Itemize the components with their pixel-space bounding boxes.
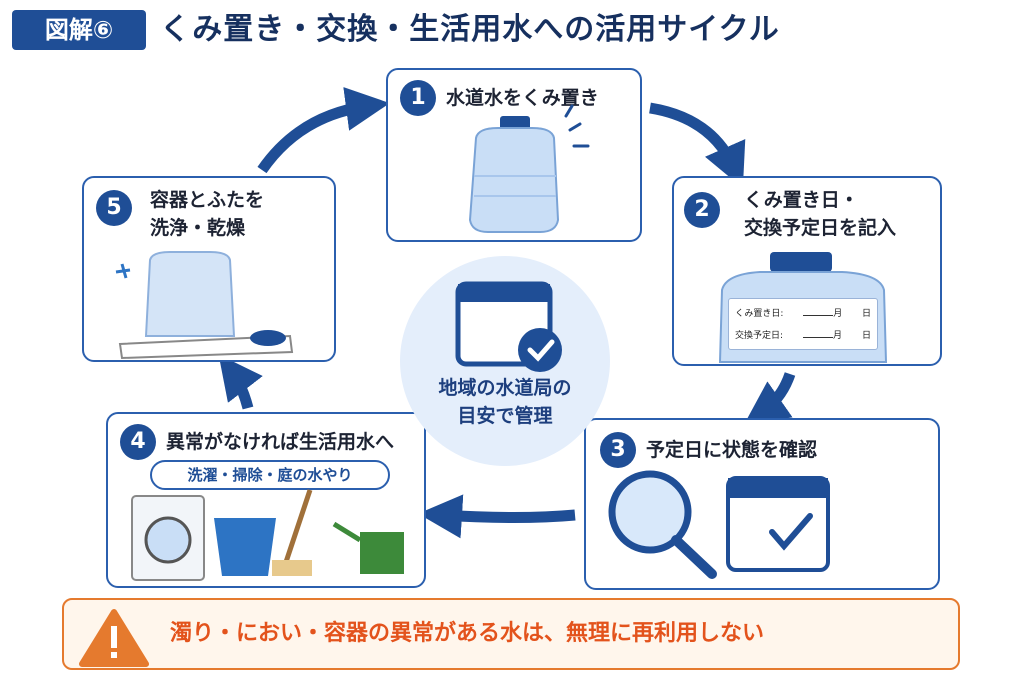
date-label-card: くみ置き日: 月 日 交換予定日: 月 日 [728, 298, 878, 350]
bottle-cap-icon [250, 330, 286, 346]
calendar-check-center-icon [455, 281, 562, 372]
step-number-4: 4 [120, 424, 156, 460]
page-title: くみ置き・交換・生活用水への活用サイクル [160, 12, 780, 47]
warning-icon [79, 609, 149, 667]
replace-date-label: 交換予定日: [735, 331, 784, 341]
magnifier-icon [608, 470, 717, 579]
arrow-1-to-2 [649, 102, 746, 189]
bucket-icon [214, 518, 276, 576]
step-3-text: 予定日に状態を確認 [646, 439, 818, 461]
step-5-text-line1: 容器とふたを [150, 189, 265, 211]
step-1-text: 水道水をくみ置き [446, 87, 599, 109]
step-2-text-line2: 交換予定日を記入 [744, 217, 897, 239]
step-number-3: 3 [600, 432, 636, 468]
washing-machine-icon [131, 495, 205, 581]
day-label: 日 [861, 309, 871, 319]
step-number-2: 2 [684, 192, 720, 228]
drying-container-icon [118, 251, 294, 360]
arrow-2-to-3 [743, 372, 796, 425]
warning-box [62, 598, 960, 670]
arrow-4-to-5 [218, 354, 263, 410]
uses-pill: 洗濯・掃除・庭の水やり [150, 460, 390, 490]
warning-text: 濁り・におい・容器の異常がある水は、無理に再利用しない [170, 621, 765, 646]
sparkle-icon [115, 263, 131, 279]
calendar-check-icon [726, 476, 830, 572]
center-line-1: 地域の水道局の [438, 377, 572, 399]
step-5-text-line2: 洗浄・乾燥 [150, 217, 246, 239]
arrow-5-to-1 [257, 87, 390, 174]
step-2-text-line1: くみ置き日・ [744, 189, 859, 211]
mop-icon [272, 489, 313, 576]
fill-date-label: くみ置き日: [735, 309, 784, 319]
watering-can-icon [332, 521, 404, 574]
center-line-2: 目安で管理 [457, 405, 553, 427]
day-label-2: 日 [861, 331, 871, 341]
figure-badge: 図解⑥ [12, 10, 146, 50]
month-label-2: 月 [833, 331, 843, 341]
arrow-3-to-4 [418, 494, 576, 539]
center-text: 地域の水道局の 目安で管理 [400, 374, 610, 430]
step-4-text: 異常がなければ生活用水へ [166, 431, 395, 453]
step-number-5: 5 [96, 190, 132, 226]
month-label: 月 [833, 309, 843, 319]
step-number-1: 1 [400, 80, 436, 116]
